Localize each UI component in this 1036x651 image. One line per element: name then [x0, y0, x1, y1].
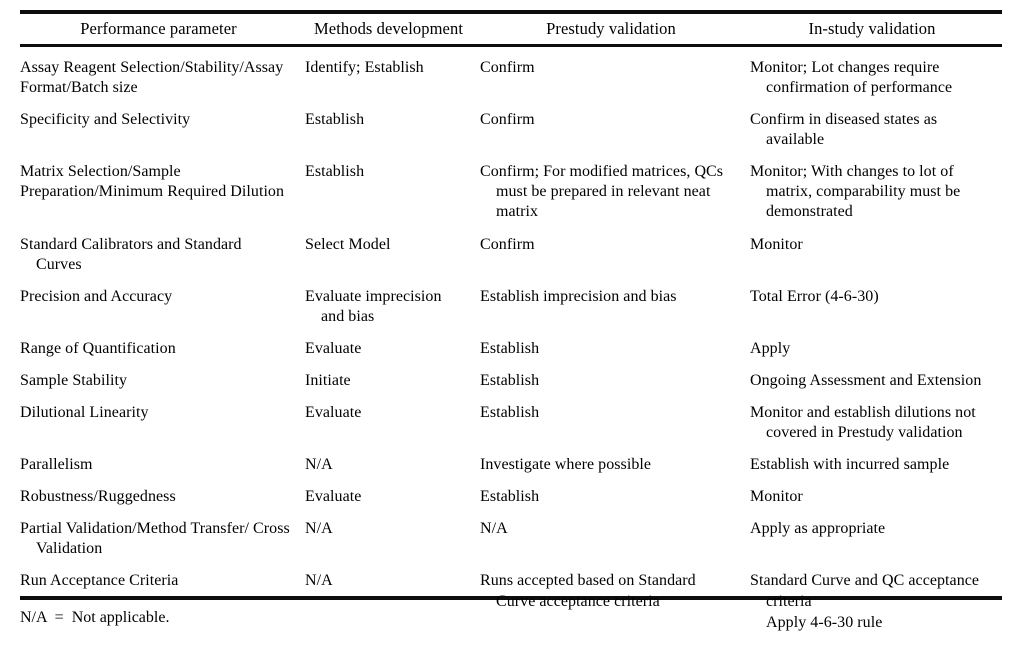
column-header-performance-parameter: Performance parameter [80, 19, 237, 38]
cell-methods-development: N/A [305, 456, 333, 474]
column-header-methods-development: Methods development [314, 19, 463, 38]
table-row: Assay Reagent Selection/Stability/Assay … [20, 49, 1002, 104]
cell-in-study-validation: Monitor; With changes to lot of matrix, … [750, 163, 961, 221]
table-body: Assay Reagent Selection/Stability/Assay … [20, 49, 1002, 639]
cell-methods-development: N/A [305, 520, 333, 538]
table-row: Precision and Accuracy Evaluate imprecis… [20, 281, 1002, 333]
cell-prestudy-validation: Confirm [480, 235, 535, 253]
table-row: Standard Calibrators and Standard Curves… [20, 229, 1002, 281]
cell-prestudy-validation: Confirm [480, 111, 535, 129]
cell-parameter: Matrix Selection/Sample Preparation/Mini… [20, 163, 285, 201]
cell-methods-development: N/A [305, 572, 333, 590]
cell-methods-development: Establish [305, 163, 365, 181]
cell-prestudy-validation: Establish [480, 371, 540, 389]
cell-in-study-validation: Total Error (4-6-30) [750, 287, 879, 305]
cell-prestudy-validation: Confirm; For modified matrices, QCs must… [480, 163, 724, 221]
cell-prestudy-validation: Establish [480, 339, 540, 357]
cell-prestudy-validation: Establish [480, 488, 540, 506]
cell-methods-development: Evaluate imprecision and bias [305, 287, 442, 325]
cell-parameter: Parallelism [20, 456, 93, 474]
cell-parameter: Sample Stability [20, 371, 128, 389]
cell-in-study-validation: Confirm in diseased states as available [750, 111, 938, 149]
cell-prestudy-validation: Confirm [480, 59, 535, 76]
performance-parameter-table: Performance parameter Methods developmen… [20, 14, 1002, 639]
cell-parameter: Range of Quantification [20, 339, 176, 357]
table-bottom-rule [20, 596, 1002, 600]
table-row: Matrix Selection/Sample Preparation/Mini… [20, 156, 1002, 228]
cell-prestudy-validation: N/A [480, 520, 508, 538]
table-row: Range of Quantification Evaluate Establi… [20, 333, 1002, 365]
cell-parameter: Robustness/Ruggedness [20, 488, 176, 506]
cell-methods-development: Evaluate [305, 404, 362, 422]
table-footnote: N/A = Not applicable. [20, 609, 170, 626]
table-row: Dilutional Linearity Evaluate Establish … [20, 397, 1002, 449]
cell-parameter: Precision and Accuracy [20, 287, 173, 305]
cell-in-study-validation: Monitor [750, 235, 803, 253]
cell-prestudy-validation: Investigate where possible [480, 456, 652, 474]
cell-parameter: Specificity and Selectivity [20, 111, 191, 129]
table-row: Robustness/Ruggedness Evaluate Establish… [20, 481, 1002, 513]
cell-methods-development: Select Model [305, 235, 391, 253]
cell-in-study-validation: Monitor; Lot changes require confirmatio… [750, 59, 953, 97]
table-top-rule [20, 10, 1002, 14]
cell-methods-development: Initiate [305, 371, 351, 389]
cell-text: Standard Curve and QC acceptance criteri… [750, 572, 980, 610]
cell-parameter: Dilutional Linearity [20, 404, 149, 422]
cell-prestudy-validation: Establish [480, 404, 540, 422]
table-row: Parallelism N/A Investigate where possib… [20, 449, 1002, 481]
cell-in-study-validation: Monitor [750, 488, 803, 506]
table-header-rule [20, 44, 1002, 47]
cell-prestudy-validation: Runs accepted based on Standard Curve ac… [480, 572, 696, 610]
cell-methods-development: Evaluate [305, 339, 362, 357]
cell-prestudy-validation: Establish imprecision and bias [480, 287, 677, 305]
cell-methods-development: Establish [305, 111, 365, 129]
cell-methods-development: Evaluate [305, 488, 362, 506]
cell-extra-paragraph: Apply 4-6-30 rule [766, 613, 883, 631]
cell-in-study-validation: Monitor and establish dilutions not cove… [750, 404, 976, 442]
table-header-row: Performance parameter Methods developmen… [20, 14, 1002, 49]
cell-in-study-validation: Standard Curve and QC acceptance criteri… [750, 565, 1002, 638]
cell-parameter: Assay Reagent Selection/Stability/Assay … [20, 59, 284, 97]
table-header: Performance parameter Methods developmen… [20, 14, 1002, 49]
column-header-in-study-validation: In-study validation [808, 19, 936, 38]
table-row: Specificity and Selectivity Establish Co… [20, 104, 1002, 156]
cell-in-study-validation: Apply [750, 339, 791, 357]
cell-in-study-validation: Establish with incurred sample [750, 456, 950, 474]
table-row: Run Acceptance Criteria N/A Runs accepte… [20, 565, 1002, 638]
cell-parameter: Run Acceptance Criteria [20, 572, 179, 590]
table-row: Partial Validation/Method Transfer/ Cros… [20, 513, 1002, 565]
table-row: Sample Stability Initiate Establish Ongo… [20, 365, 1002, 397]
cell-parameter: Partial Validation/Method Transfer/ Cros… [20, 520, 290, 558]
column-header-prestudy-validation: Prestudy validation [546, 19, 676, 38]
cell-in-study-validation: Ongoing Assessment and Extension [750, 371, 982, 389]
cell-in-study-validation: Apply as appropriate [750, 520, 886, 538]
cell-methods-development: Identify; Establish [305, 59, 424, 76]
cell-parameter: Standard Calibrators and Standard Curves [20, 235, 242, 273]
